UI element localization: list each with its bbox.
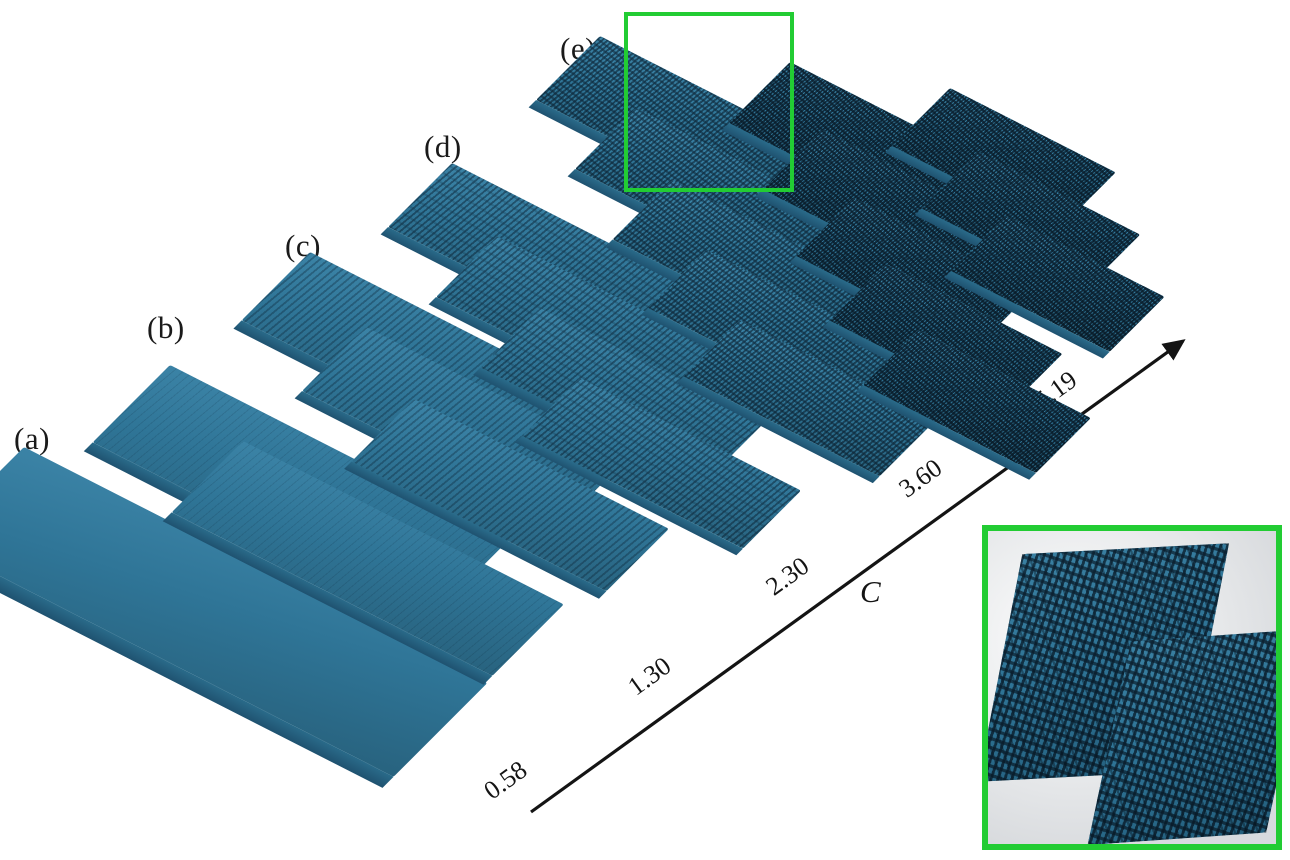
panel-label-d: (d) <box>424 129 462 164</box>
panel-label-b: (b) <box>147 310 185 345</box>
detail-inset-panel <box>982 525 1282 850</box>
